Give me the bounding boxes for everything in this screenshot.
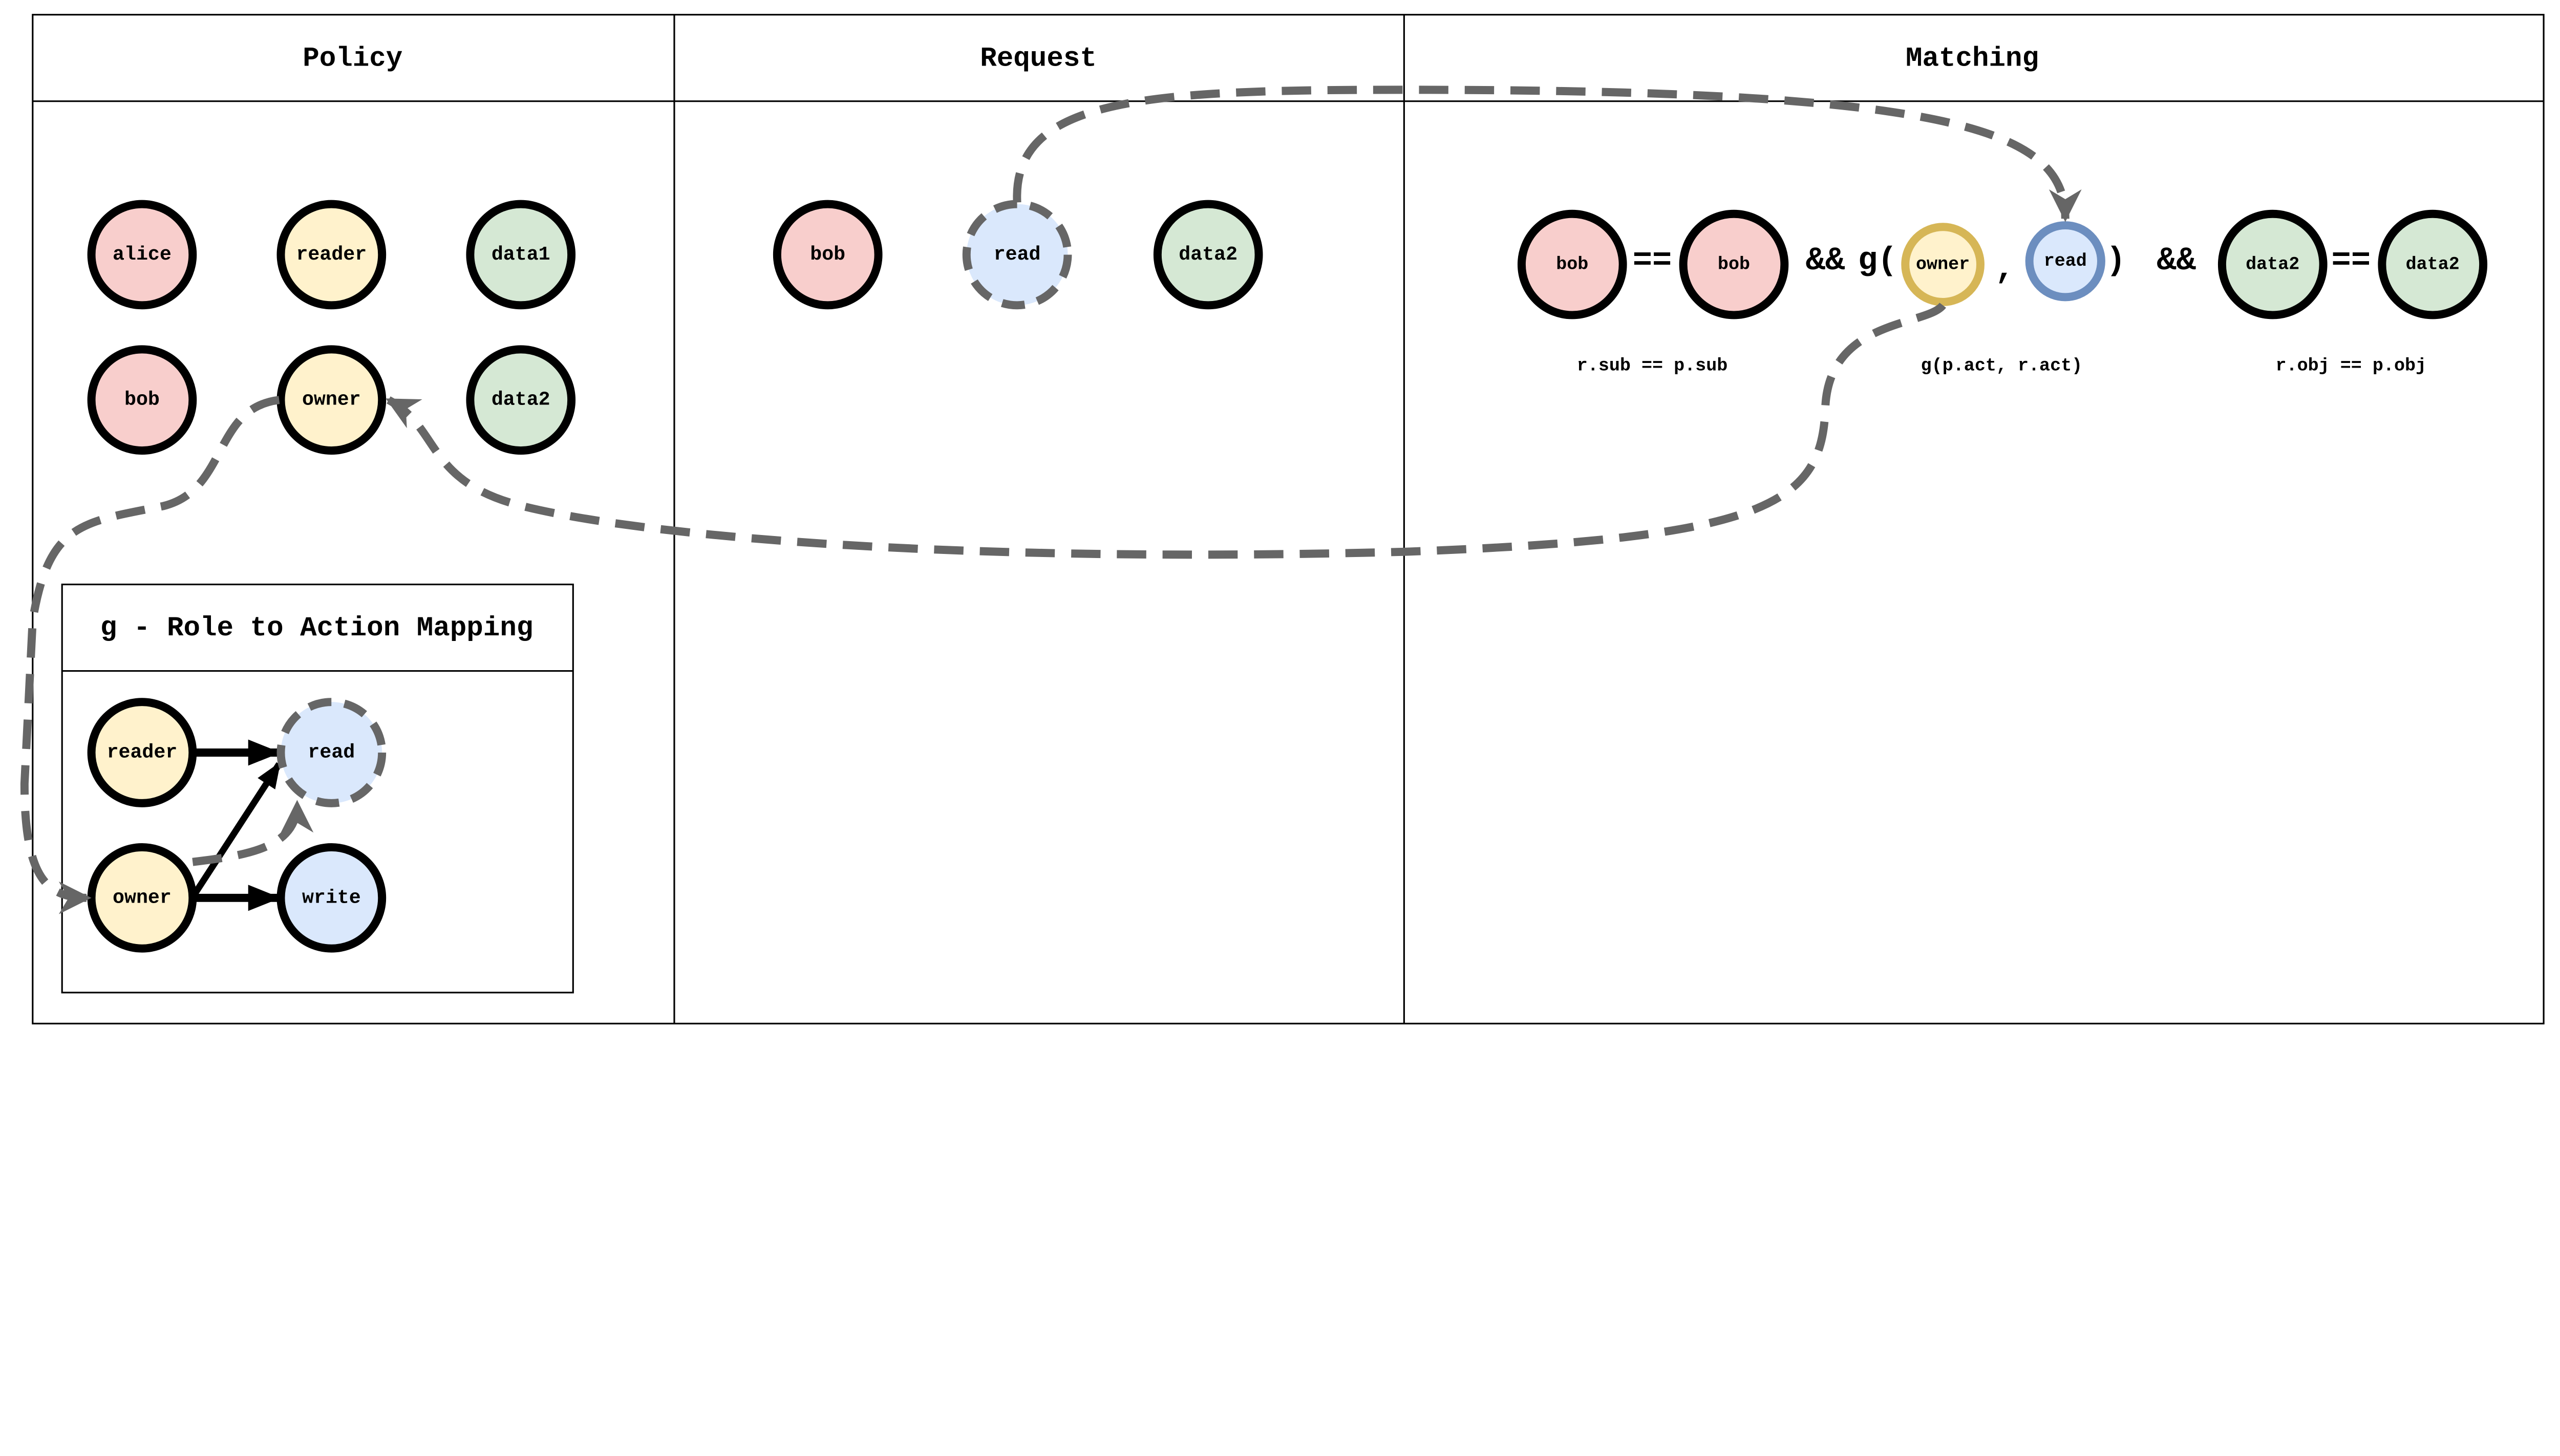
request-header: Request — [980, 43, 1097, 74]
policy-node-owner: owner — [276, 345, 387, 455]
caption-act: g(p.act, r.act) — [1921, 355, 2083, 376]
mapping-node-write: write — [276, 843, 387, 953]
policy-node-alice: alice — [87, 200, 197, 310]
comma: , — [1995, 251, 2015, 288]
svg-text:reader: reader — [107, 742, 178, 764]
rbac-diagram: Policy Request Matching alice reader dat… — [20, 14, 2545, 1024]
caption-sub: r.sub == p.sub — [1577, 355, 1728, 376]
policy-owner-to-mapping-owner-arrow — [20, 396, 280, 914]
request-node-read: read — [962, 200, 1072, 310]
svg-text:bob: bob — [124, 389, 160, 411]
mapping-title: g - Role to Action Mapping — [100, 613, 533, 644]
request-read-to-match-arrow — [1013, 85, 2082, 222]
svg-text:bob: bob — [1718, 254, 1750, 275]
svg-text:data1: data1 — [492, 244, 550, 266]
mapping-node-read: read — [276, 698, 387, 807]
mapping-owner-to-read-arrow — [192, 800, 314, 866]
svg-text:reader: reader — [296, 244, 367, 266]
svg-text:owner: owner — [113, 887, 172, 909]
svg-text:bob: bob — [810, 244, 845, 266]
match-owner-to-policy-owner-arrow — [386, 302, 1946, 559]
svg-text:data2: data2 — [1179, 244, 1238, 266]
svg-text:bob: bob — [1556, 254, 1588, 275]
policy-header: Policy — [303, 43, 402, 74]
match-r-sub: bob — [1517, 209, 1627, 319]
request-node-data2: data2 — [1153, 200, 1263, 310]
matching-header: Matching — [1906, 43, 2039, 74]
g-open: g( — [1858, 243, 1897, 280]
outer-frame — [32, 14, 2545, 1024]
svg-text:owner: owner — [1916, 254, 1970, 275]
match-p-obj: data2 — [2378, 209, 2488, 319]
owner-read-edge — [191, 762, 282, 896]
caption-obj: r.obj == p.obj — [2276, 355, 2427, 376]
svg-text:data2: data2 — [2246, 254, 2299, 275]
equals-operator: == — [2332, 243, 2371, 280]
policy-node-data1: data1 — [466, 200, 576, 310]
mapping-node-reader: reader — [87, 698, 197, 807]
svg-text:data2: data2 — [492, 389, 550, 411]
svg-text:owner: owner — [302, 389, 361, 411]
match-r-obj: data2 — [2217, 209, 2328, 319]
svg-text:data2: data2 — [2406, 254, 2460, 275]
svg-text:alice: alice — [113, 244, 172, 266]
match-r-act: read — [2025, 221, 2105, 302]
svg-text:read: read — [308, 742, 355, 764]
policy-node-bob: bob — [87, 345, 197, 455]
g-close: ) — [2106, 243, 2126, 280]
mapping-node-owner: owner — [87, 843, 197, 953]
and-operator: && — [1806, 243, 1845, 280]
request-node-bob: bob — [773, 200, 883, 310]
svg-text:read: read — [2044, 251, 2087, 271]
policy-node-reader: reader — [276, 200, 387, 310]
svg-text:write: write — [302, 887, 361, 909]
svg-text:read: read — [994, 244, 1041, 266]
and-operator: && — [2157, 243, 2196, 280]
mapping-box — [61, 583, 574, 994]
match-p-act: owner — [1901, 223, 1985, 306]
policy-node-data2: data2 — [466, 345, 576, 455]
match-p-sub: bob — [1679, 209, 1789, 319]
equals-operator: == — [1633, 243, 1672, 280]
